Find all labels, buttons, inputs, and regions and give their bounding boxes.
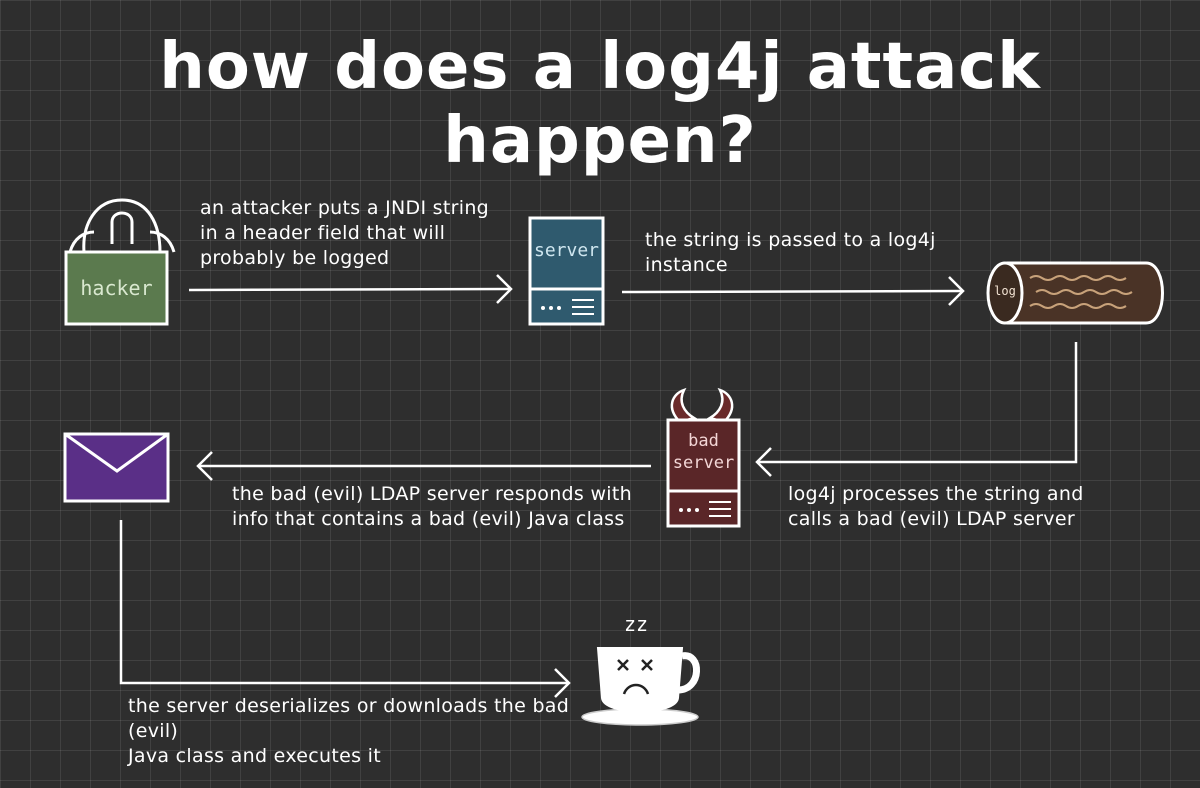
arrow-bad-server-to-envelope	[196, 451, 651, 481]
bad-server-label: bad server	[672, 431, 735, 473]
hacker-icon	[64, 198, 176, 326]
log-label: log	[994, 284, 1016, 298]
arrow-log-to-bad-server	[755, 342, 1078, 477]
arrow-server-to-log	[621, 276, 965, 306]
step-2-caption: the string is passed to a log4j instance	[645, 229, 936, 276]
sleep-zz-label: zz	[624, 612, 649, 636]
hacker-box	[64, 250, 169, 326]
arrow-envelope-to-coffee-cup	[119, 520, 571, 698]
step-1-caption: an attacker puts a JNDI string in a head…	[200, 197, 490, 269]
step-3-caption: log4j processes the string and calls a b…	[788, 483, 1084, 530]
server-label: server	[533, 240, 600, 261]
envelope-icon	[63, 432, 170, 503]
coffee-cup-icon	[581, 647, 700, 726]
arrow-hacker-to-server	[188, 274, 513, 304]
log-icon	[986, 261, 1164, 325]
server-icon	[528, 216, 605, 326]
hacker-label: hacker	[80, 276, 153, 300]
bad-server-icon	[666, 387, 741, 528]
step-4-caption: the bad (evil) LDAP server responds with…	[232, 483, 632, 530]
page-title: how does a log4j attack happen?	[159, 30, 1041, 178]
step-5-caption: the server deserializes or downloads the…	[128, 695, 570, 767]
